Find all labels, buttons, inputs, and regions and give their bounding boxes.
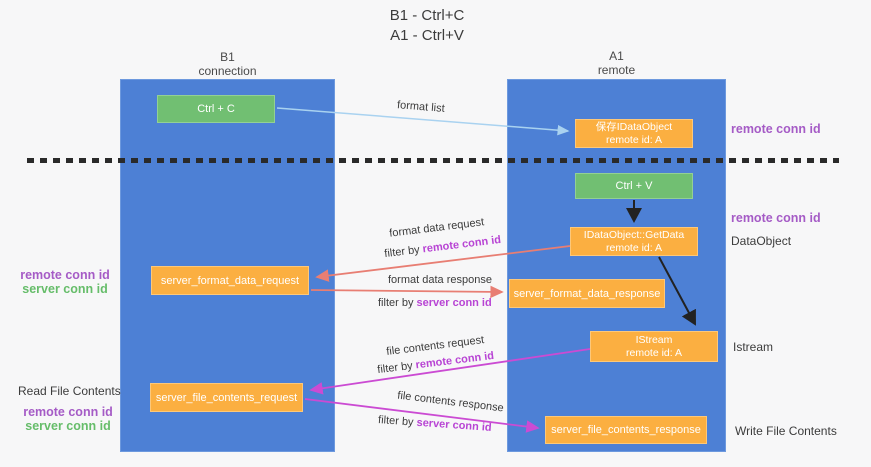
box-idataobject-getdata: IDataObject::GetData remote id: A (570, 227, 698, 256)
lifeline-header-a1: A1 remote (507, 49, 726, 77)
lifeline-b1-subtitle: connection (198, 64, 257, 78)
box-ctrl-c: Ctrl + C (157, 95, 275, 123)
phase-separator-dashed-line (27, 158, 839, 163)
filter-by-text: filter by (377, 414, 417, 429)
left-server-conn-id-top: server conn id (22, 282, 108, 296)
lifeline-b1-name: B1 (220, 50, 235, 64)
annotation-remote-conn-id-mid: remote conn id (731, 211, 821, 225)
read-file-contents-label: Read File Contents (18, 384, 121, 398)
annotation-dataobject: DataObject (731, 234, 792, 248)
left-remote-conn-id-bottom: remote conn id (23, 405, 113, 419)
remote-conn-id-highlight: remote conn id (421, 233, 502, 256)
label-file-contents-response: file contents response (396, 389, 505, 415)
box-server-file-contents-response: server_file_contents_response (545, 416, 707, 444)
label-filter-server-2: filter by server conn id (378, 414, 492, 434)
lifeline-header-b1: B1 connection (120, 50, 335, 78)
filter-by-text: filter by (376, 359, 417, 377)
remote-conn-id-highlight: remote conn id (414, 349, 495, 372)
box-server-format-data-response: server_format_data_response (509, 279, 665, 308)
server-file-contents-response-label: server_file_contents_response (551, 424, 701, 436)
annotation-remote-conn-id-top: remote conn id (731, 122, 821, 136)
left-server-conn-id-bottom: server conn id (25, 419, 111, 433)
getdata-line2: remote id: A (605, 241, 663, 254)
filter-by-text: filter by (378, 297, 417, 309)
annotation-read-file-block: Read File Contents remote conn id server… (18, 384, 121, 433)
server-conn-id-highlight: server conn id (416, 297, 492, 309)
istream-line1: IStream (635, 333, 673, 346)
label-format-data-request: format data request (388, 216, 485, 240)
annotation-write-file-contents: Write File Contents (735, 424, 837, 438)
ctrl-v-label: Ctrl + V (615, 180, 653, 192)
box-save-idataobject: 保存IDataObject remote id: A (575, 119, 693, 148)
save-idataobject-line1: 保存IDataObject (595, 120, 673, 133)
ctrl-c-label: Ctrl + C (197, 103, 235, 115)
box-server-format-data-request: server_format_data_request (151, 266, 309, 295)
getdata-line1: IDataObject::GetData (583, 228, 685, 241)
label-format-data-response: format data response (388, 274, 492, 286)
arrow-format-data-response (310, 285, 504, 299)
lifeline-a1-subtitle: remote (597, 63, 636, 77)
save-idataobject-line2: remote id: A (605, 133, 663, 146)
server-format-data-request-label: server_format_data_request (160, 274, 300, 287)
label-format-list: format list (396, 99, 446, 115)
label-filter-server-1: filter by server conn id (378, 297, 492, 309)
lifeline-a1-name: A1 (609, 49, 624, 63)
annotation-left-conn-ids-top: remote conn id server conn id (20, 268, 110, 296)
box-ctrl-v: Ctrl + V (575, 173, 693, 199)
istream-line2: remote id: A (625, 346, 683, 359)
diagram-title: B1 - Ctrl+C A1 - Ctrl+V (367, 6, 487, 46)
server-file-contents-request-label: server_file_contents_request (155, 391, 298, 404)
left-remote-conn-id-top: remote conn id (20, 268, 110, 282)
title-line-2: A1 - Ctrl+V (390, 27, 464, 44)
server-conn-id-highlight: server conn id (416, 416, 492, 434)
filter-by-text: filter by (383, 243, 424, 261)
server-format-data-response-label: server_format_data_response (513, 287, 661, 300)
annotation-istream: Istream (733, 340, 774, 354)
title-line-1: B1 - Ctrl+C (389, 7, 465, 24)
box-istream: IStream remote id: A (590, 331, 718, 362)
box-server-file-contents-request: server_file_contents_request (150, 383, 303, 412)
